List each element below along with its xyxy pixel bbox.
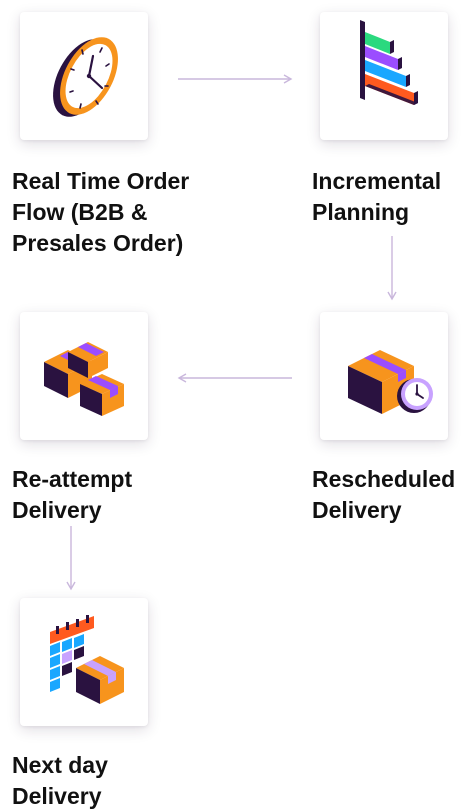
step-title-line: Flow (B2B & — [12, 199, 148, 225]
step-card-reattempt-delivery — [20, 312, 148, 440]
step-card-incremental-planning — [320, 12, 448, 140]
flow-arrow-right — [178, 74, 293, 84]
step-card-rescheduled-delivery — [320, 312, 448, 440]
clock-icon — [53, 37, 118, 117]
box-clock-icon — [348, 350, 433, 414]
step-title-line: Next day — [12, 752, 108, 778]
step-title-rescheduled-delivery: Rescheduled Delivery — [312, 464, 455, 526]
step-title-line: Incremental — [312, 168, 442, 194]
step-title-line: Delivery — [12, 497, 102, 523]
stacked-boxes-icon — [44, 342, 124, 416]
step-title-line: Presales Order) — [12, 230, 184, 256]
step-title-line: Re-attempt — [12, 466, 133, 492]
step-title-line: Real Time Order — [12, 168, 190, 194]
calendar-box-icon — [50, 615, 124, 704]
stacked-bars-icon — [360, 20, 418, 105]
step-title-reattempt-delivery: Re-attempt Delivery — [12, 464, 132, 526]
step-title-order-flow: Real Time Order Flow (B2B & Presales Ord… — [12, 166, 189, 259]
step-title-line: Planning — [312, 199, 410, 225]
flow-arrow-down — [387, 236, 397, 301]
flow-arrow-down — [66, 526, 76, 591]
flow-arrow-left — [177, 373, 292, 383]
step-title-incremental-planning: Incremental Planning — [312, 166, 441, 228]
step-card-order-flow — [20, 12, 148, 140]
step-title-line: Delivery — [312, 497, 402, 523]
step-title-nextday-delivery: Next day Delivery — [12, 750, 108, 812]
step-card-nextday-delivery — [20, 598, 148, 726]
step-title-line: Delivery — [12, 783, 102, 809]
step-title-line: Rescheduled — [312, 466, 456, 492]
